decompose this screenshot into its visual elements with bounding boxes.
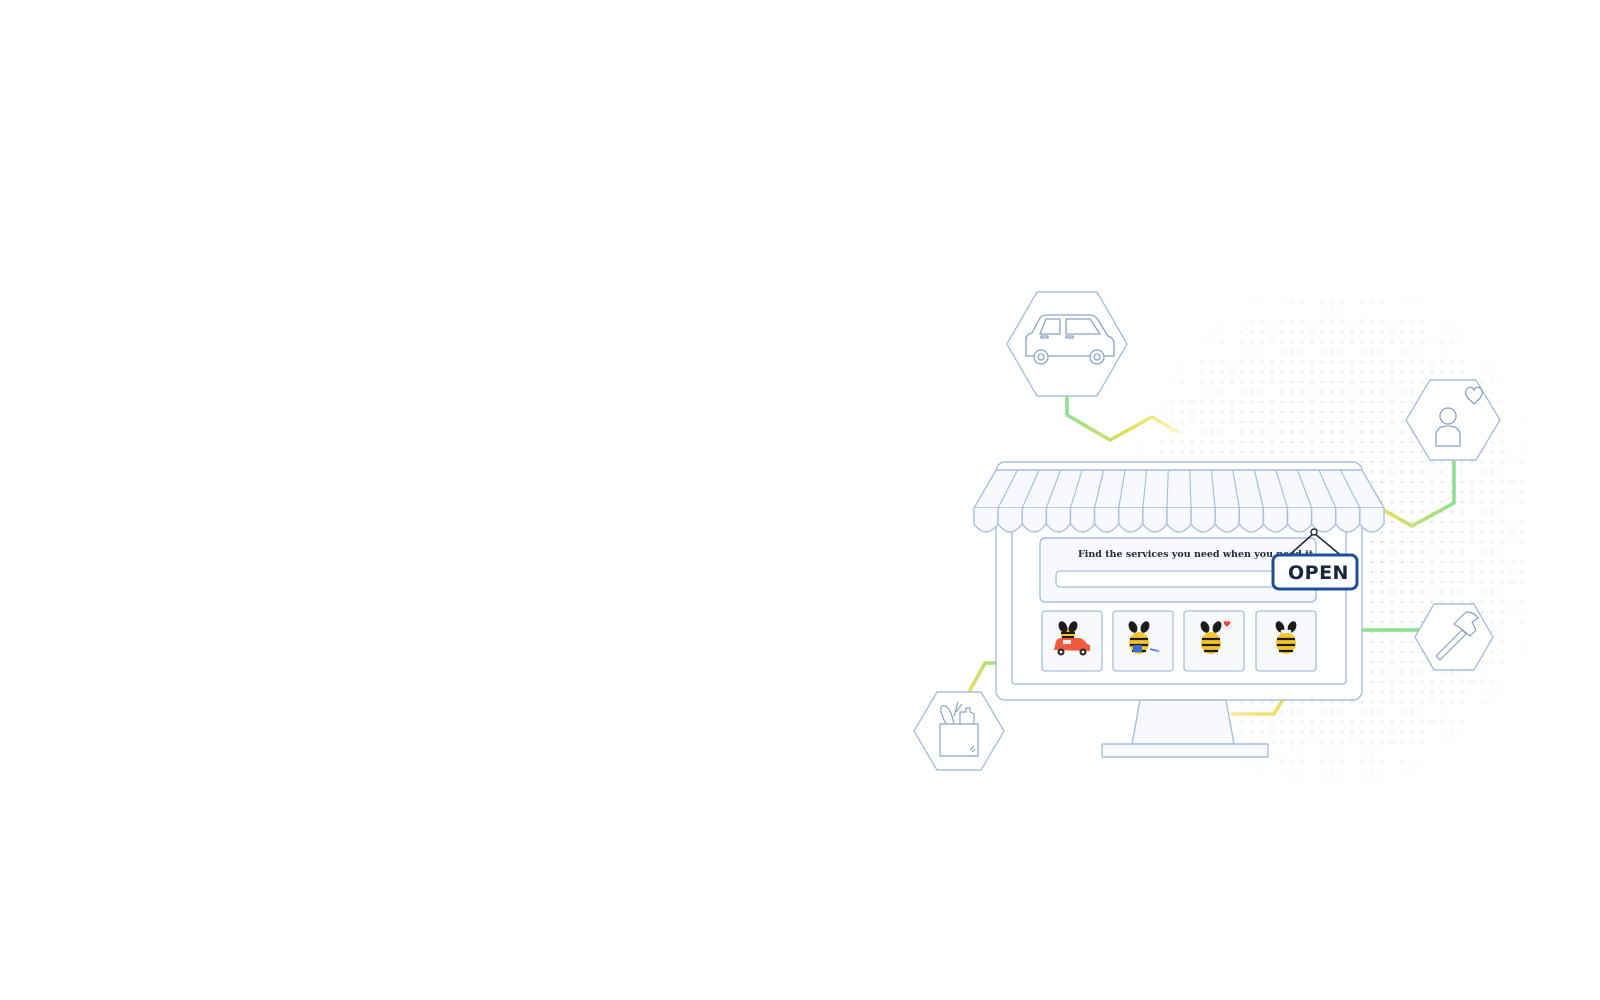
awning-scallop <box>1286 508 1313 533</box>
monitor-stand <box>1101 699 1269 758</box>
awning-stripe <box>1021 469 1040 509</box>
open-sign-text: OPEN <box>1288 562 1349 584</box>
service-tile-handyman[interactable] <box>1255 610 1317 672</box>
awning-stripe <box>1166 469 1169 509</box>
awning-stripe <box>1318 469 1337 509</box>
awning-scallop <box>1262 508 1289 533</box>
connector-grocery <box>968 661 1002 692</box>
awning-scallop <box>1359 508 1385 533</box>
awning-scallop <box>973 508 999 533</box>
awning-scallop <box>1069 508 1096 533</box>
category-handyman[interactable] <box>1414 603 1494 671</box>
awning-scallop <box>1214 508 1240 533</box>
storefront-tagline: Find the services you need when you need… <box>1078 549 1314 560</box>
hammer-icon <box>1435 611 1479 661</box>
awning-scallop <box>1021 508 1048 533</box>
grocery-bag-icon <box>939 701 979 757</box>
awning-scallop <box>1238 508 1265 533</box>
awning-scallop <box>1093 508 1120 533</box>
open-sign: OPEN <box>1271 528 1359 591</box>
awning-scallop <box>1190 508 1216 533</box>
category-care[interactable] <box>1405 379 1501 461</box>
awning-stripe <box>1339 469 1361 509</box>
awning-scallop <box>1045 508 1072 533</box>
awning-stripe <box>1094 469 1105 509</box>
service-tiles <box>1041 610 1317 672</box>
category-car[interactable] <box>1006 291 1128 397</box>
awning-scallop <box>1166 508 1192 533</box>
bee-care-icon <box>1200 618 1233 654</box>
awning-stripe <box>1142 469 1148 509</box>
awning-stripe <box>1210 469 1216 509</box>
awning-scallop <box>1310 508 1337 533</box>
awning-stripe <box>1189 469 1192 509</box>
bee-handyman-icon <box>1275 621 1297 654</box>
person-heart-icon <box>1435 386 1484 447</box>
connector-car <box>1065 394 1180 442</box>
car-icon <box>1025 314 1115 365</box>
awning-scallop <box>997 508 1023 533</box>
service-tile-car[interactable] <box>1041 610 1103 672</box>
awning-scallop <box>1118 508 1144 533</box>
bee-car-icon <box>1054 621 1090 656</box>
awning-stripe <box>1275 469 1289 509</box>
awning-stripe <box>1045 469 1062 509</box>
connector-bottom <box>1230 696 1286 716</box>
awning-scallop <box>1335 508 1361 533</box>
connector-lines <box>968 394 1456 716</box>
storefront-awning <box>973 469 1385 533</box>
awning-stripe <box>1069 469 1083 509</box>
awning-stripe <box>997 469 1019 509</box>
awning-stripe <box>1118 469 1126 509</box>
service-tile-cleaning[interactable] <box>1112 610 1174 672</box>
connector-person <box>1378 460 1456 528</box>
category-groceries[interactable] <box>913 691 1005 771</box>
bee-cleaning-icon <box>1128 621 1160 654</box>
search-input[interactable] <box>1055 570 1303 588</box>
awning-scallop <box>1142 508 1168 533</box>
service-tile-care[interactable] <box>1183 610 1245 672</box>
awning-stripe <box>1232 469 1240 509</box>
awning-stripe <box>1296 469 1313 509</box>
awning-stripe <box>1253 469 1264 509</box>
